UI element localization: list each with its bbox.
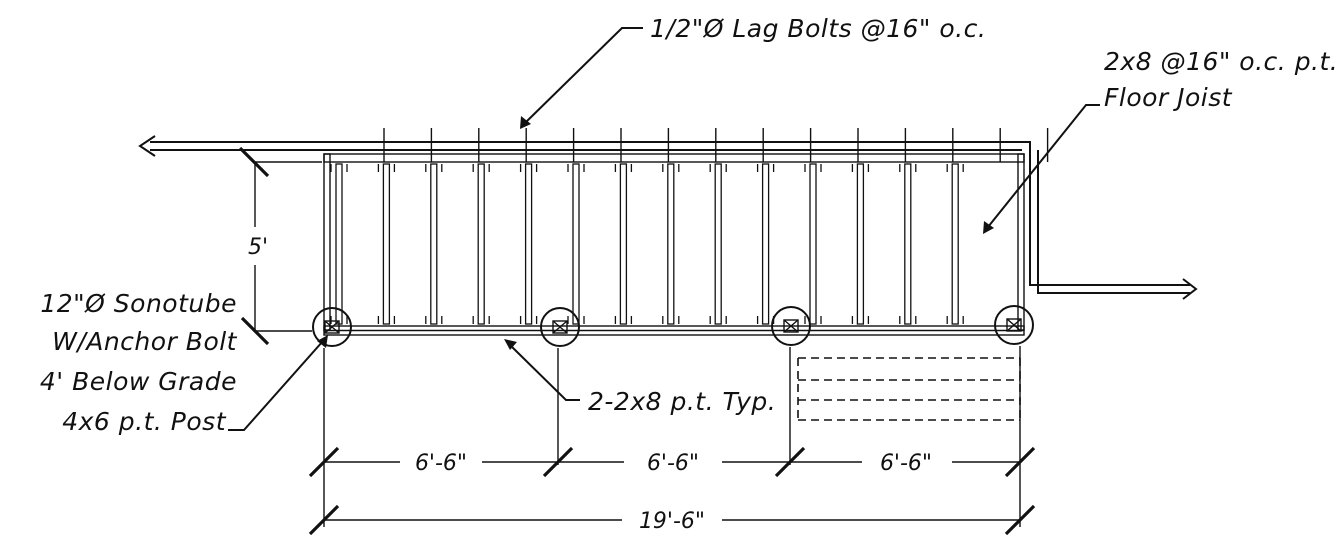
floor-joist <box>330 163 348 325</box>
post-footing-4 <box>994 305 1034 345</box>
floor-joist <box>519 163 538 325</box>
dim-extension-lines <box>323 346 1021 527</box>
dim-overall-text: 19'-6" <box>639 509 705 534</box>
dim-span-3-text: 6'-6" <box>880 451 932 476</box>
dim-spans: 6'-6" 6'-6" 6'-6" <box>308 446 1036 478</box>
beam-2-2x8 <box>323 325 1025 336</box>
sonotube-label-line4: 4x6 p.t. Post <box>62 407 226 436</box>
leader-floor-joist: 2x8 @16" o.c. p.t. Floor Joist <box>983 47 1336 234</box>
floor-joist <box>377 163 396 325</box>
lag-bolts-label: 1/2"Ø Lag Bolts @16" o.c. <box>650 14 986 43</box>
sonotube-label-line3: 4' Below Grade <box>40 367 237 396</box>
dim-depth: 5' <box>238 146 322 346</box>
post-footing-2 <box>540 307 580 347</box>
floor-joist <box>851 163 870 325</box>
floor-joist-label-line1: 2x8 @16" o.c. p.t. <box>1104 47 1336 76</box>
dim-span-2-text: 6'-6" <box>647 451 699 476</box>
floor-joists <box>330 163 964 325</box>
floor-joist <box>425 163 443 325</box>
house-wall-line <box>138 135 1198 300</box>
floor-joist <box>709 163 727 325</box>
floor-joist-label-line2: Floor Joist <box>1104 83 1233 112</box>
floor-joist <box>472 163 490 325</box>
stairs-dashed <box>797 357 1021 421</box>
floor-joist <box>804 163 822 325</box>
floor-joist <box>899 163 917 325</box>
sonotube-label-line2: W/Anchor Bolt <box>52 327 238 356</box>
floor-joist <box>567 163 585 325</box>
leader-beam: 2-2x8 p.t. Typ. <box>504 339 776 416</box>
floor-joist <box>614 163 633 325</box>
dim-depth-text: 5' <box>248 235 268 260</box>
leader-sonotube: 12"Ø Sonotube W/Anchor Bolt 4' Below Gra… <box>40 289 328 436</box>
beam-label: 2-2x8 p.t. Typ. <box>588 387 776 416</box>
floor-joist <box>946 163 964 325</box>
post-footing-3 <box>771 306 811 346</box>
post-footing-1 <box>312 307 352 347</box>
ledger-board <box>323 153 1025 163</box>
floor-joist <box>662 163 680 325</box>
floor-joist <box>756 163 775 325</box>
dim-overall: 19'-6" <box>308 504 1036 535</box>
dim-span-1-text: 6'-6" <box>415 451 467 476</box>
leader-lag-bolts: 1/2"Ø Lag Bolts @16" o.c. <box>520 14 986 129</box>
sonotube-label-line1: 12"Ø Sonotube <box>40 289 237 318</box>
lag-bolts <box>383 128 1049 162</box>
